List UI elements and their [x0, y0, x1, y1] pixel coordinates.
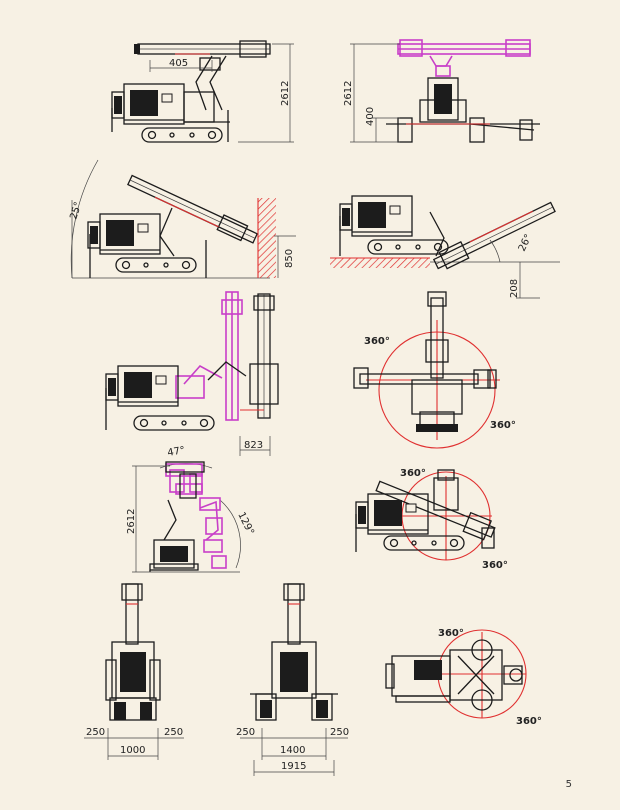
label-top-view-rotation-top: 360° — [438, 628, 464, 639]
trench-view-drawing — [330, 195, 560, 299]
side-view-drawing — [111, 40, 294, 143]
page-number: 5 — [565, 779, 572, 790]
dim-trench-angle: 26° — [517, 233, 535, 254]
rear-wide-view-drawing — [240, 583, 348, 776]
dim-rear-wide-overall: 1915 — [281, 761, 306, 772]
dim-ground-clearance: 400 — [365, 107, 376, 126]
label-side-rotation-top: 360° — [400, 468, 426, 479]
dim-height-front: 2612 — [343, 81, 354, 106]
dim-rear-wide-left: 250 — [236, 727, 255, 738]
dim-trench-depth: 208 — [509, 279, 520, 298]
offset-view-drawing — [105, 291, 279, 456]
dim-rear-narrow-track: 1000 — [120, 745, 145, 756]
dim-wall-height: 850 — [284, 249, 295, 268]
dim-tilt-side: 129° — [235, 510, 255, 536]
label-rotation-left: 360° — [364, 336, 390, 347]
wall-view-drawing — [70, 159, 296, 279]
dim-height-tilt: 2612 — [126, 509, 137, 534]
dim-rear-narrow-left: 250 — [86, 727, 105, 738]
dim-rear-wide-right: 250 — [330, 727, 349, 738]
rear-narrow-view-drawing — [84, 583, 184, 760]
front-view-drawing — [350, 39, 540, 143]
dim-height-side: 2612 — [280, 81, 291, 106]
top-view-drawing — [385, 629, 527, 719]
label-side-rotation-bottom: 360° — [482, 560, 508, 571]
label-top-view-rotation-bottom: 360° — [516, 716, 542, 727]
side-rotation-view-drawing — [355, 469, 496, 561]
dim-rear-narrow-right: 250 — [164, 727, 183, 738]
top-rotation-view-drawing — [353, 291, 500, 449]
label-rotation-right: 360° — [490, 420, 516, 431]
dim-rear-wide-track: 1400 — [280, 745, 305, 756]
dim-offset: 823 — [244, 440, 263, 451]
tilt-view-drawing — [132, 461, 241, 573]
dim-tilt-top: 47° — [167, 445, 186, 459]
dim-wall-angle: 25° — [68, 201, 84, 221]
dim-405: 405 — [169, 58, 188, 69]
